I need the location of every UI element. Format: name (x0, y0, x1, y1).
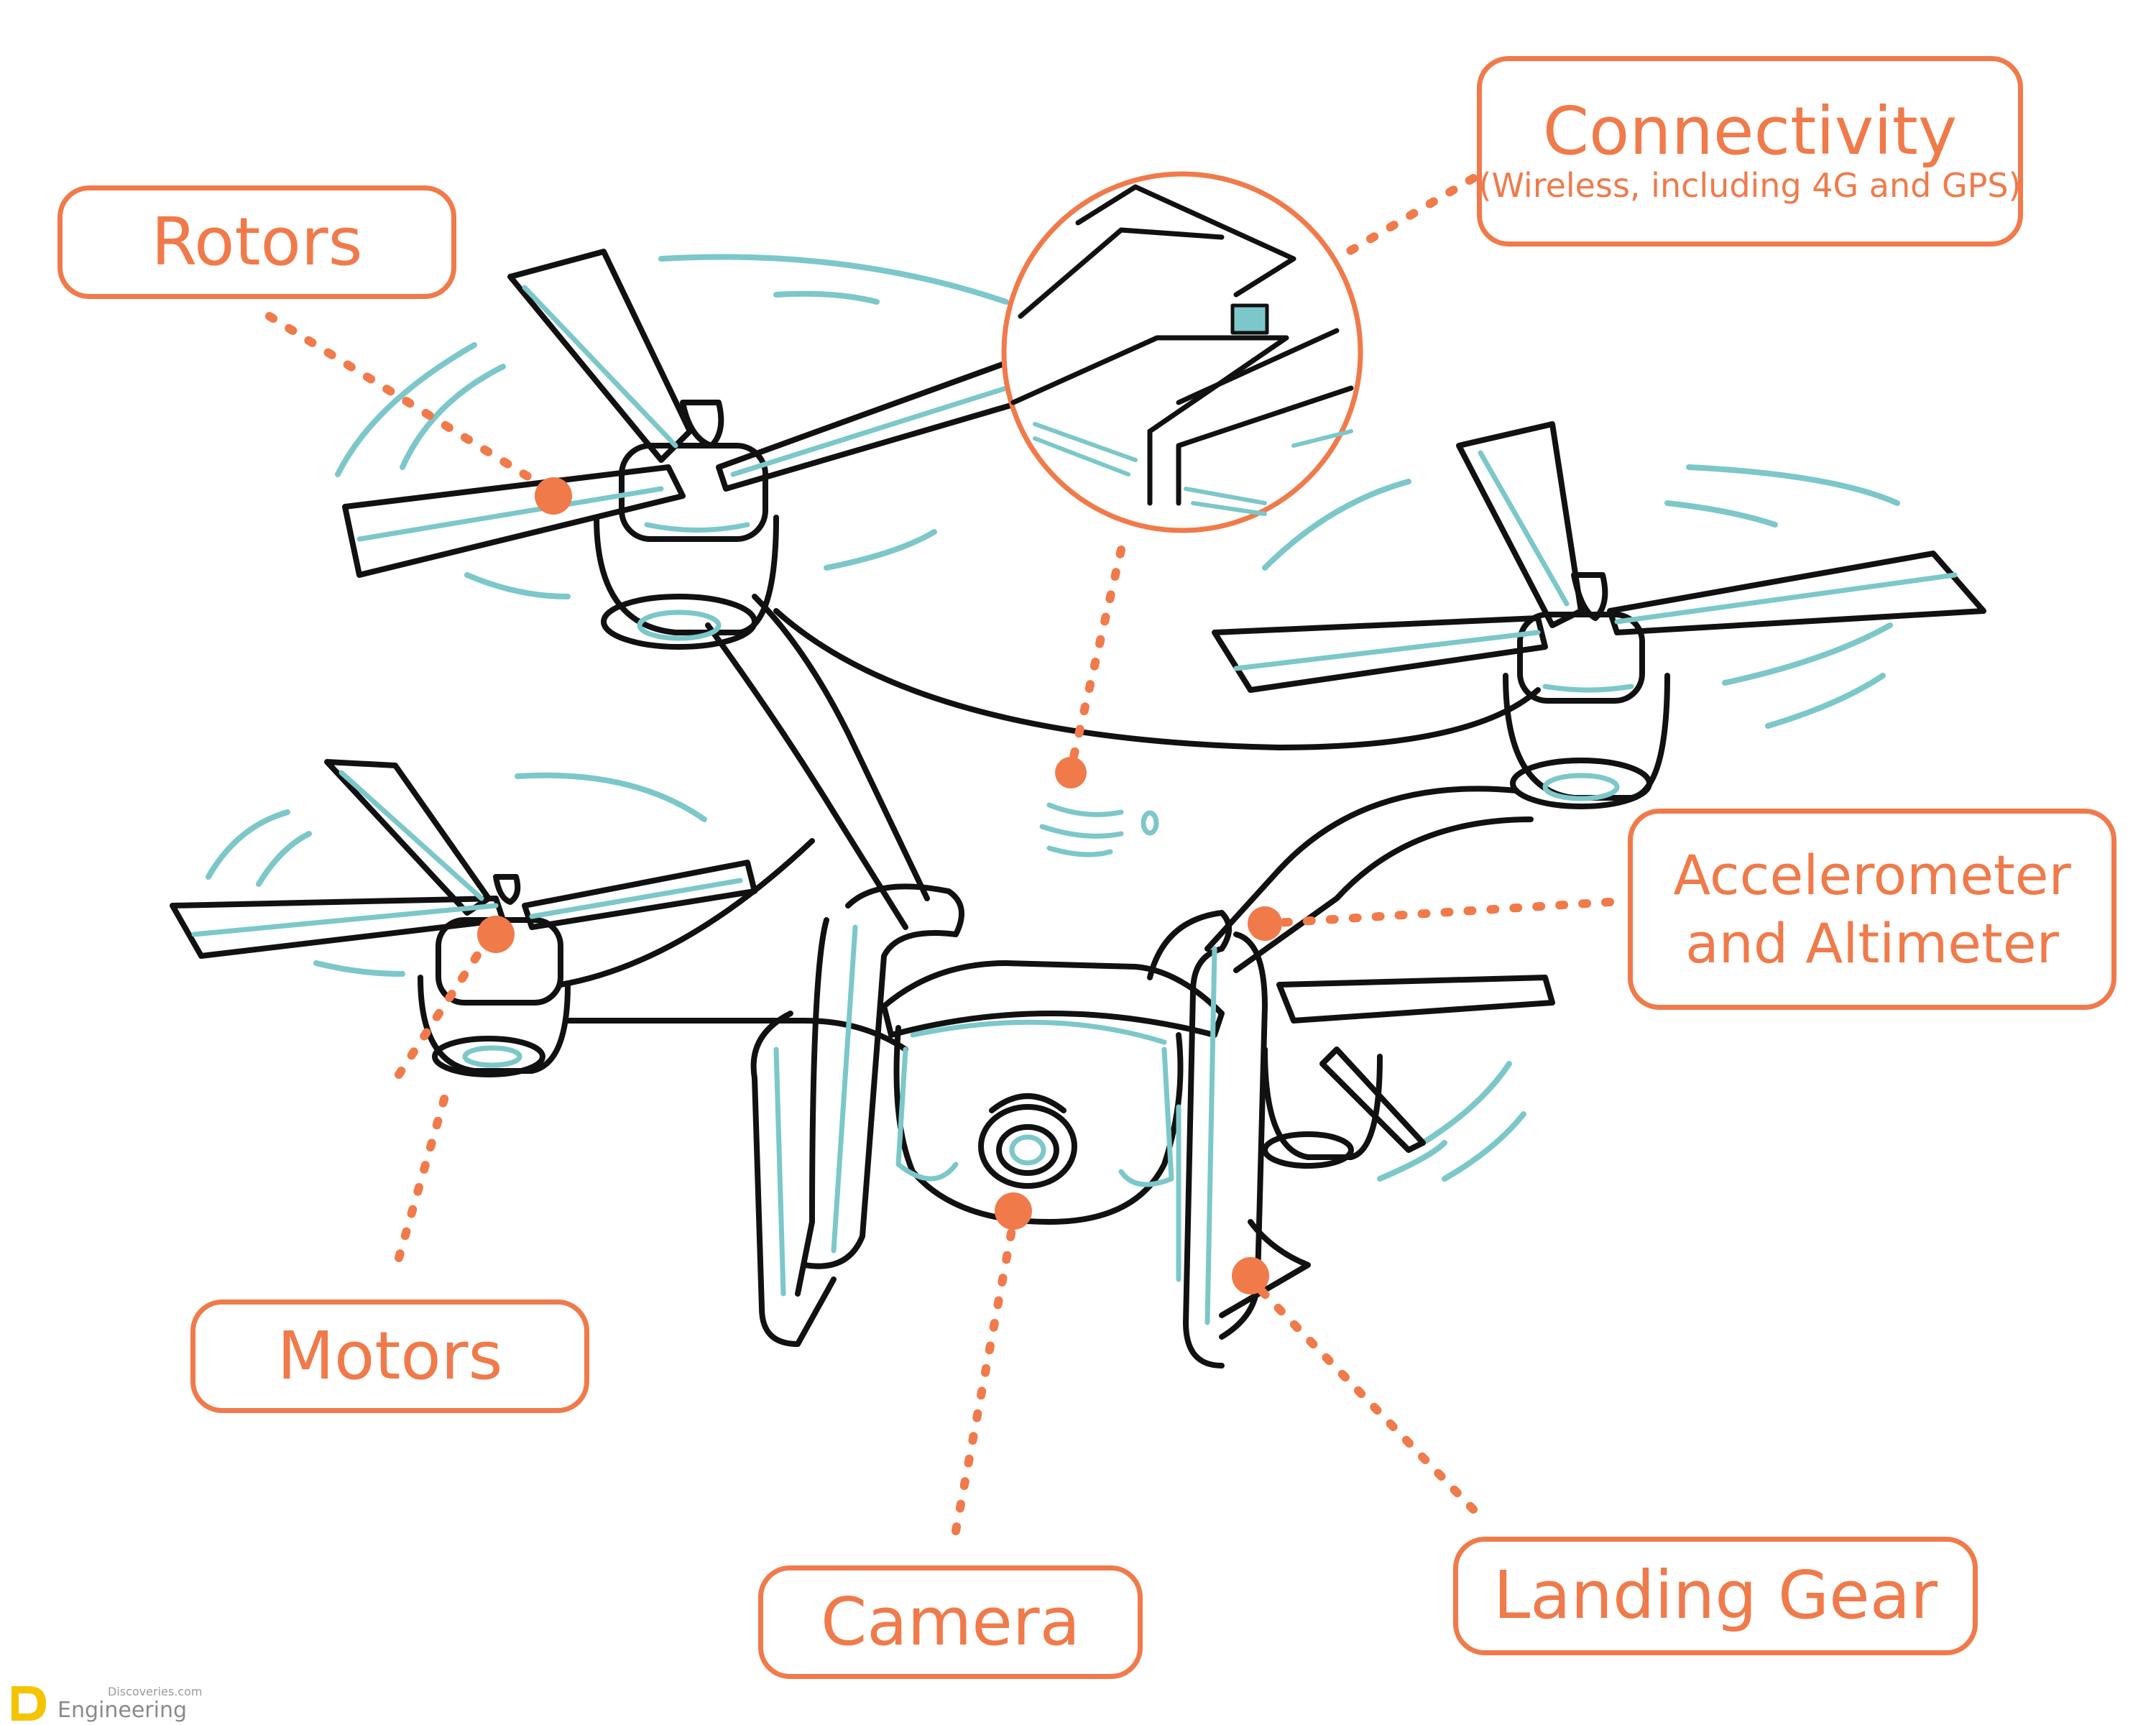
label-connectivity: Connectivity (Wireless, including 4G and… (1477, 56, 2023, 247)
watermark-small-text: Discoveries.com (108, 1685, 203, 1698)
rotor-top-left (342, 249, 1023, 650)
landing-gear-highlights (773, 924, 1217, 1325)
label-connectivity-subtext: (Wireless, including 4G and GPS) (1478, 166, 2022, 206)
rotor-left-highlights (191, 770, 743, 1068)
leader-dots (477, 477, 1282, 1294)
rotor-motion-arcs (206, 254, 1900, 1182)
label-motors-text: Motors (277, 1317, 503, 1394)
label-accelerometer-altimeter: Accelerometer and Altimeter (1628, 809, 2116, 1010)
label-landing-gear-text: Landing Gear (1493, 1557, 1938, 1634)
drone-body-highlights (895, 1019, 1174, 1187)
rotor-back-right (1262, 975, 1555, 1169)
rotor-left (170, 759, 757, 1077)
circuit-closeup (1001, 171, 1363, 533)
label-landing-gear: Landing Gear (1453, 1537, 1978, 1655)
label-rotors: Rotors (57, 185, 456, 299)
label-rotors-text: Rotors (151, 203, 363, 280)
label-accelerometer-line1: Accelerometer (1673, 843, 2071, 907)
watermark-big-text: Engineering (57, 1698, 187, 1723)
rotor-top-left-highlights (356, 285, 1009, 641)
rotor-right-highlights (1233, 450, 1958, 801)
rotor-right (1212, 421, 1986, 809)
label-camera: Camera (758, 1565, 1143, 1679)
drone-body (881, 960, 1225, 1225)
leader-lines (265, 174, 1614, 1535)
logo-mark-icon (11, 1686, 46, 1721)
label-motors: Motors (190, 1300, 589, 1413)
label-connectivity-text: Connectivity (1542, 92, 1958, 170)
label-camera-text: Camera (820, 1583, 1081, 1660)
signal-waves (1039, 802, 1159, 857)
landing-gear (750, 883, 1311, 1368)
label-accelerometer-line2: and Altimeter (1685, 911, 2059, 975)
watermark-logo: Discoveries.com Engineering (7, 1682, 237, 1725)
